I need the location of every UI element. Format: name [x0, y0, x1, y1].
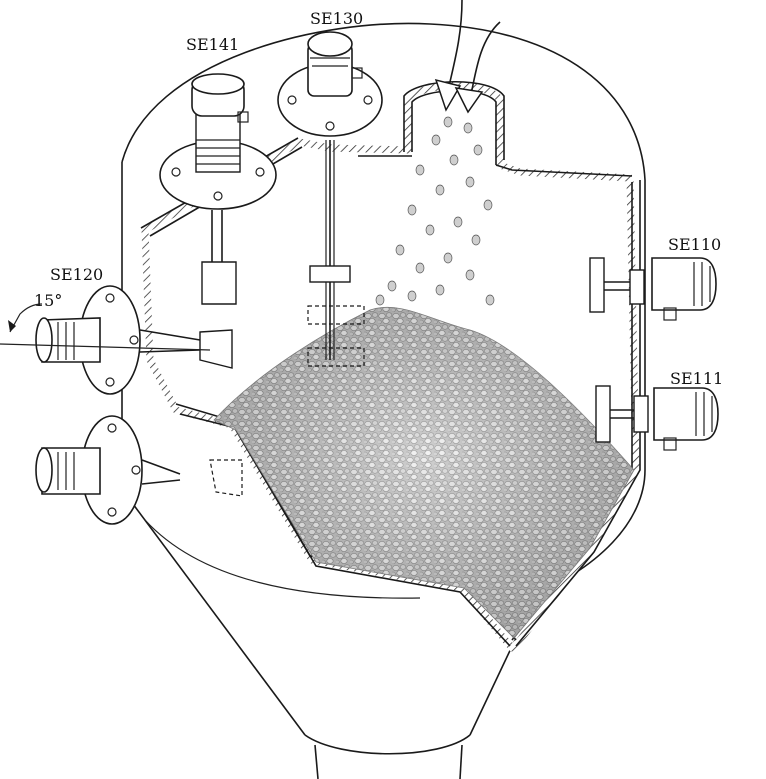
silo-outer-shell [121, 22, 646, 779]
sensor-lower-left [35, 415, 243, 525]
label-se110: SE110 [668, 235, 721, 254]
sensor-se111 [595, 385, 719, 451]
falling-material-stream [375, 116, 495, 306]
label-se120: SE120 [50, 265, 103, 284]
sensor-se130 [277, 31, 383, 367]
bulk-material-pile [213, 306, 635, 639]
sensor-se141 [159, 73, 277, 305]
label-se130: SE130 [310, 9, 363, 28]
sensor-se110 [589, 257, 717, 321]
inflow-arrows [434, 0, 501, 114]
sensor-se120 [0, 285, 233, 395]
label-se141: SE141 [186, 35, 239, 54]
label-se111: SE111 [670, 369, 723, 388]
label-angle: 15° [34, 291, 62, 310]
